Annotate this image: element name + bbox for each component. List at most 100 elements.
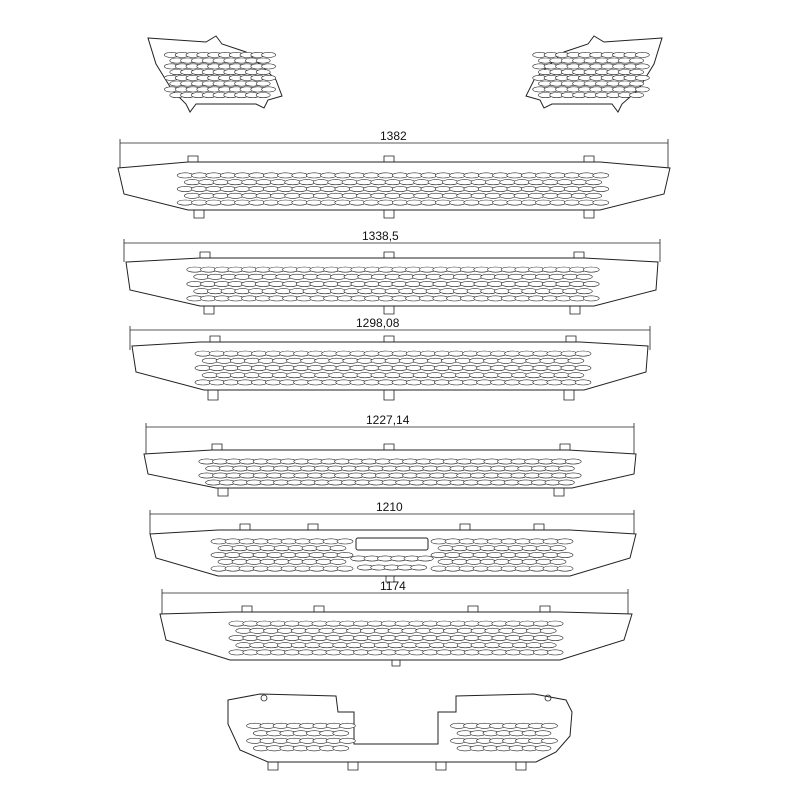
perforation-hole — [549, 545, 567, 552]
perforation-hole — [560, 350, 578, 357]
perforation-hole — [259, 545, 277, 552]
perforation-hole — [564, 458, 582, 465]
perforation-hole — [244, 372, 261, 379]
perforation-hole — [514, 565, 532, 572]
perforation-hole — [377, 186, 395, 192]
perforation-hole — [370, 192, 388, 199]
perforation-hole — [363, 172, 380, 179]
perforation-hole — [279, 379, 296, 386]
perforation-hole — [377, 172, 395, 179]
perforation-hole — [556, 179, 574, 186]
perforation-hole — [405, 379, 423, 386]
perforation-hole — [176, 199, 194, 206]
perforation-hole — [465, 545, 483, 552]
perforation-hole — [541, 737, 558, 744]
perforation-hole — [546, 620, 564, 627]
perforation-hole — [567, 372, 585, 379]
perforation-hole — [511, 372, 528, 379]
perforation-hole — [412, 372, 430, 379]
perforation-hole — [227, 192, 244, 199]
perforation-hole — [472, 565, 490, 572]
perforation-hole — [252, 565, 270, 572]
perforation-hole — [546, 379, 564, 386]
grille-1210: 1210 — [149, 500, 637, 583]
perforation-hole — [269, 179, 287, 186]
perforation-hole — [305, 199, 323, 206]
perforation-hole — [237, 350, 254, 357]
perforation-hole — [426, 357, 444, 364]
perforation-hole — [437, 545, 455, 552]
perforation-hole — [355, 192, 373, 199]
perforation-hole — [470, 179, 488, 186]
perforation-hole — [219, 186, 237, 192]
perforation-hole — [339, 737, 356, 744]
perforation-hole — [434, 199, 452, 206]
perforation-hole — [250, 379, 268, 386]
perforation-hole — [578, 199, 595, 206]
perforation-hole — [332, 745, 350, 752]
perforation-hole — [377, 379, 395, 386]
perforation-hole — [476, 379, 493, 386]
perforation-hole — [363, 186, 380, 192]
perforation-hole — [456, 179, 474, 186]
perforation-hole — [308, 565, 326, 572]
perforation-hole — [520, 186, 538, 192]
perforation-hole — [258, 357, 275, 364]
perforation-hole — [574, 379, 592, 386]
perforation-hole — [492, 199, 509, 206]
perforation-hole — [245, 558, 263, 565]
perforation-hole — [280, 552, 298, 558]
perforation-hole — [525, 642, 543, 649]
perforation-hole — [507, 558, 525, 565]
perforation-hole — [286, 357, 303, 364]
perforation-hole — [444, 565, 462, 572]
perforation-hole — [327, 179, 345, 186]
perforation-hole — [391, 186, 409, 192]
perforation-hole — [307, 350, 324, 357]
perforation-hole — [484, 627, 502, 634]
perforation-hole — [476, 365, 493, 371]
perforation-hole — [560, 365, 578, 371]
perforation-hole — [413, 179, 431, 186]
dimension-label-1338-5: 1338,5 — [362, 229, 399, 243]
perforation-hole — [433, 379, 451, 386]
perforation-hole — [413, 192, 431, 199]
perforation-hole — [176, 172, 194, 179]
perforation-hole — [412, 357, 430, 364]
grille-1298-08: 1298,08 — [129, 316, 651, 401]
perforation-hole — [348, 199, 366, 206]
perforation-hole — [444, 552, 462, 558]
perforation-hole — [293, 350, 310, 357]
perforation-hole — [308, 552, 326, 558]
perforation-hole — [266, 552, 284, 558]
perforation-hole — [578, 172, 595, 179]
perforation-hole — [184, 192, 201, 199]
perforation-hole — [430, 538, 448, 545]
perforation-hole — [532, 350, 550, 357]
perforation-hole — [434, 172, 452, 179]
perforation-hole — [250, 350, 268, 357]
perforation-hole — [238, 552, 256, 558]
perforation-hole — [312, 192, 330, 199]
perforation-hole — [265, 350, 282, 357]
perforation-hole — [520, 199, 538, 206]
perforation-hole — [210, 538, 228, 545]
perforation-hole — [334, 186, 352, 192]
perforation-hole — [318, 627, 336, 634]
perforation-hole — [416, 555, 434, 562]
perforation-hole — [476, 350, 493, 357]
perforation-hole — [176, 186, 194, 192]
dimension-label-1227-14: 1227,14 — [366, 413, 410, 427]
perforation-hole — [335, 379, 353, 386]
perforation-hole — [241, 179, 258, 186]
perforation-hole — [558, 465, 575, 472]
perforation-hole — [520, 172, 538, 179]
perforation-hole — [320, 186, 337, 192]
perforation-hole — [463, 172, 481, 179]
perforation-hole — [575, 288, 593, 295]
perforation-hole — [556, 565, 574, 572]
perforation-hole — [298, 192, 316, 199]
perforation-hole — [314, 372, 331, 379]
perforation-hole — [261, 52, 276, 58]
perforation-hole — [463, 186, 481, 192]
